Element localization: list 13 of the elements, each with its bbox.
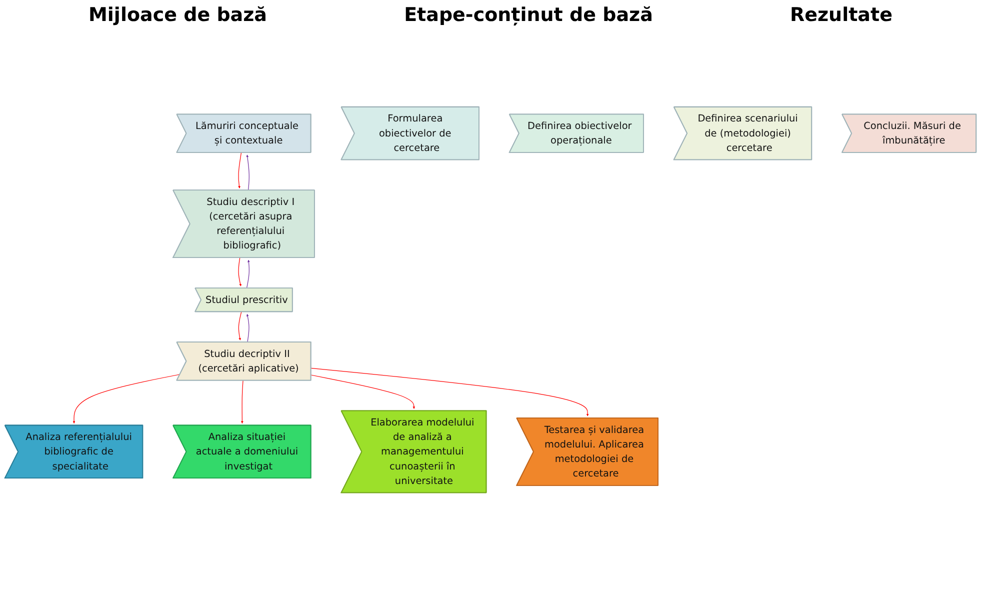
arrow (238, 312, 242, 341)
column-heading: Etape-conținut de bază (404, 4, 653, 26)
arrow (238, 152, 242, 189)
arrow (240, 380, 244, 424)
arrow (310, 368, 589, 417)
column-heading: Mijloace de bază (88, 4, 268, 26)
arrow (72, 374, 180, 424)
arrow (238, 258, 242, 287)
arrow (246, 154, 250, 191)
arrow (246, 314, 250, 343)
arrow (246, 260, 250, 289)
column-heading: Rezultate (790, 4, 892, 26)
arrow (310, 374, 416, 410)
